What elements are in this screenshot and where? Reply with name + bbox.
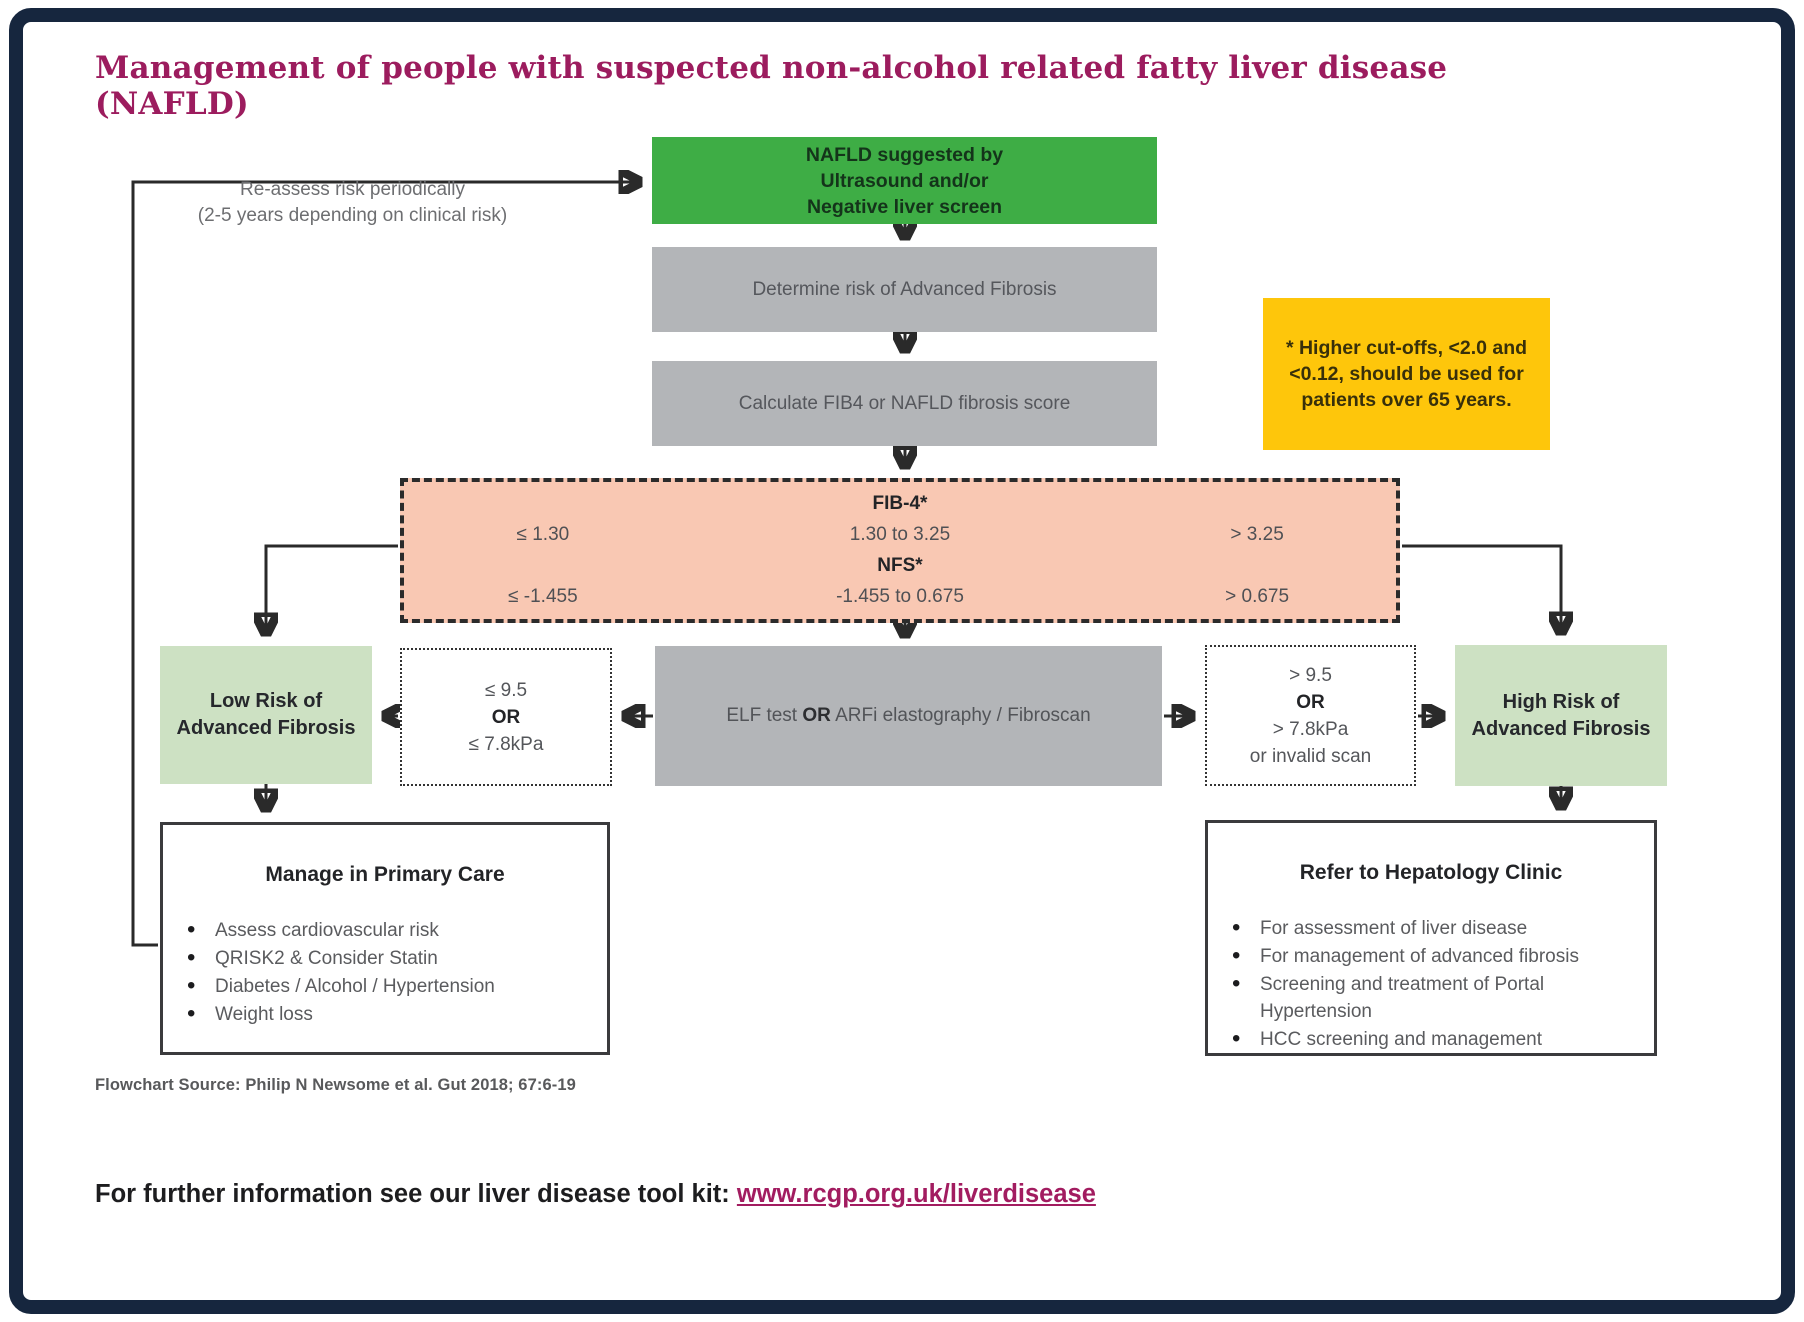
high-cutoff-line1: > 9.5: [1289, 664, 1332, 686]
cutoff-note-box: * Higher cut-offs, <2.0 and <0.12, shoul…: [1263, 298, 1550, 450]
fib4-mid-value: 1.30 to 3.25: [849, 523, 951, 545]
fib4-label: FIB-4*: [872, 492, 928, 514]
calculate-score-box: Calculate FIB4 or NAFLD fibrosis score: [652, 361, 1157, 446]
low-risk-box: Low Risk of Advanced Fibrosis: [160, 646, 372, 784]
connector-scores-to-lowrisk: [266, 544, 398, 632]
cutoff-note-line3: patients over 65 years.: [1301, 389, 1512, 411]
low-risk-line1: Low Risk of: [209, 690, 323, 712]
low-risk-line2: Advanced Fibrosis: [176, 717, 356, 739]
nfs-mid-value: -1.455 to 0.675: [836, 586, 964, 608]
list-item: QRISK2 & Consider Statin: [163, 944, 607, 972]
fib4-low-value: ≤ 1.30: [516, 523, 570, 545]
high-cutoff-box: > 9.5 OR > 7.8kPa or invalid scan: [1205, 645, 1416, 786]
high-risk-line1: High Risk of: [1502, 690, 1620, 713]
primary-care-box: Manage in Primary Care Assess cardiovasc…: [160, 822, 610, 1055]
high-cutoff-or: OR: [1296, 691, 1325, 713]
footer-note: For further information see our liver di…: [95, 1180, 1096, 1209]
high-risk-line2: Advanced Fibrosis: [1471, 717, 1651, 740]
elf-test-box: ELF test OR ARFi elastography / Fibrosca…: [655, 646, 1162, 786]
determine-risk-label: Determine risk of Advanced Fibrosis: [752, 278, 1057, 300]
hepatology-title: Refer to Hepatology Clinic: [1299, 861, 1563, 884]
reassess-note: Re-assess risk periodically (2-5 years d…: [135, 177, 570, 229]
nfs-label: NFS*: [877, 555, 923, 577]
determine-risk-box: Determine risk of Advanced Fibrosis: [652, 247, 1157, 332]
hepatology-box: Refer to Hepatology Clinic For assessmen…: [1205, 820, 1657, 1056]
footer-text: For further information see our liver di…: [95, 1180, 737, 1208]
cutoff-note-line1: * Higher cut-offs, <2.0 and: [1285, 337, 1528, 359]
high-cutoff-line3: or invalid scan: [1249, 745, 1372, 767]
low-cutoff-line1: ≤ 9.5: [484, 679, 528, 701]
reassess-note-line2: (2-5 years depending on clinical risk): [197, 205, 508, 226]
liver-disease-toolkit-link[interactable]: www.rcgp.org.uk/liverdisease: [736, 1180, 1096, 1208]
elf-test-label: ELF test OR ARFi elastography / Fibrosca…: [726, 705, 1091, 726]
low-cutoff-box: ≤ 9.5 OR ≤ 7.8kPa: [400, 648, 612, 786]
score-thresholds-box: FIB-4* ≤ 1.30 1.30 to 3.25 > 3.25 NFS* ≤…: [400, 478, 1400, 623]
list-item: HCC screening and management: [1208, 1025, 1654, 1053]
list-item: Diabetes / Alcohol / Hypertension: [163, 972, 607, 1000]
list-item: Assess cardiovascular risk: [163, 916, 607, 944]
start-box-line2: Ultrasound and/or: [820, 169, 989, 192]
connector-scores-to-highrisk: [1402, 544, 1561, 631]
start-box-line3: Negative liver screen: [806, 195, 1003, 218]
nfs-low-value: ≤ -1.455: [508, 586, 578, 608]
primary-care-list: Assess cardiovascular risk QRISK2 & Cons…: [163, 916, 607, 1028]
reassess-note-line1: Re-assess risk periodically: [240, 179, 465, 200]
low-cutoff-line2: ≤ 7.8kPa: [468, 733, 544, 755]
hepatology-list: For assessment of liver disease For mana…: [1208, 914, 1654, 1053]
primary-care-title: Manage in Primary Care: [265, 863, 505, 886]
high-risk-box: High Risk of Advanced Fibrosis: [1455, 645, 1667, 786]
high-cutoff-line2: > 7.8kPa: [1272, 718, 1349, 740]
flowchart-source: Flowchart Source: Philip N Newsome et al…: [95, 1076, 576, 1094]
cutoff-note-line2: <0.12, should be used for: [1289, 363, 1524, 385]
list-item: For management of advanced fibrosis: [1208, 942, 1654, 970]
start-box-line1: NAFLD suggested by: [805, 143, 1004, 166]
calculate-score-label: Calculate FIB4 or NAFLD fibrosis score: [738, 392, 1071, 414]
list-item: Weight loss: [163, 1000, 607, 1028]
fib4-high-value: > 3.25: [1230, 523, 1284, 545]
list-item: For assessment of liver disease: [1208, 914, 1654, 942]
nfs-high-value: > 0.675: [1225, 586, 1290, 608]
low-cutoff-or: OR: [491, 706, 521, 728]
list-item: Screening and treatment of Portal Hypert…: [1208, 970, 1654, 1025]
start-box: NAFLD suggested by Ultrasound and/or Neg…: [652, 137, 1157, 224]
page-title: Management of people with suspected non-…: [95, 50, 1448, 122]
